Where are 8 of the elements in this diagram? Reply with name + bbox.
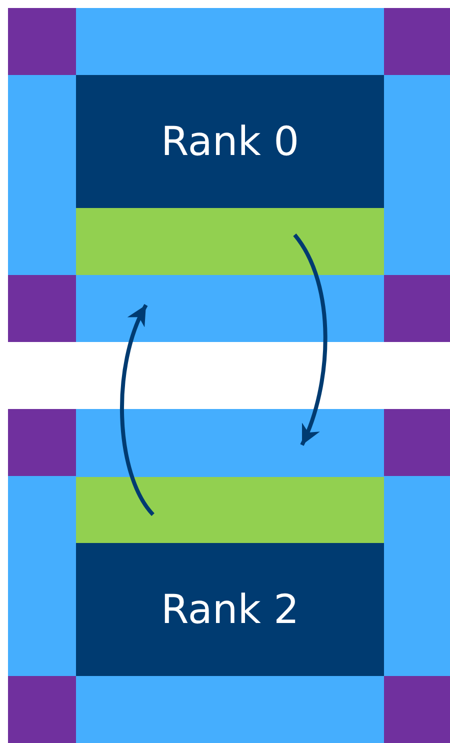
rank-box [76, 75, 384, 208]
rank-label: Rank 0 [160, 118, 300, 164]
curved-arrow [293, 234, 328, 446]
boundary-strip [76, 477, 384, 543]
boundary-strip [76, 208, 384, 275]
rank-label: Rank 2 [160, 586, 300, 632]
curved-arrow [120, 304, 155, 516]
rank-box [76, 543, 384, 676]
